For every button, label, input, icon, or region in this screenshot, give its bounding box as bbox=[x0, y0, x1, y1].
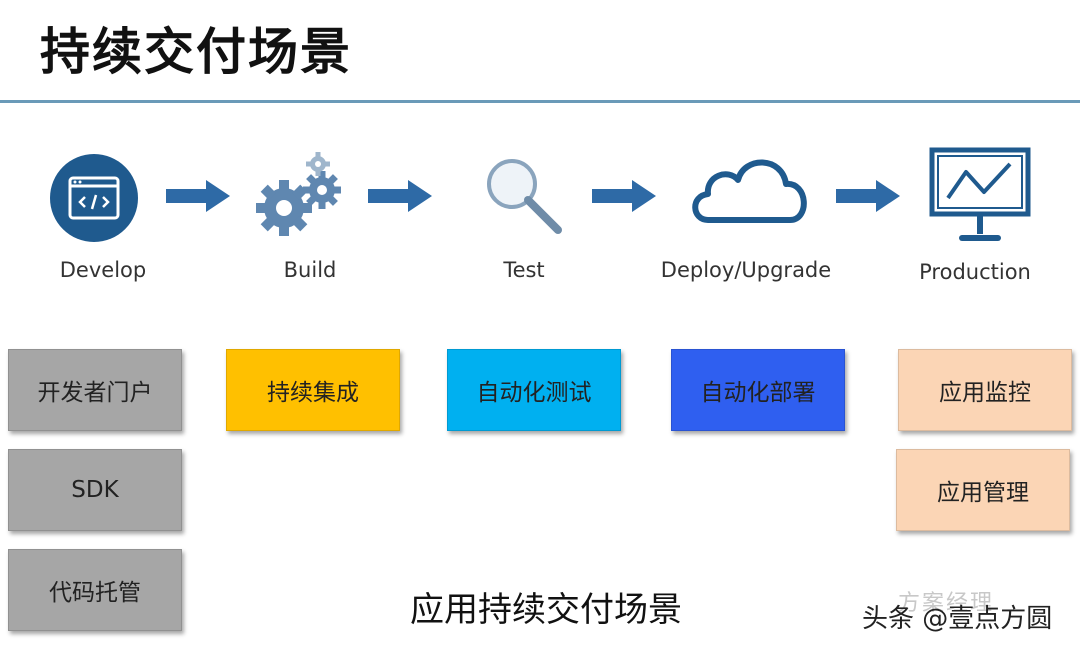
watermark-text: 头条 @壹点方圆 bbox=[862, 604, 1053, 634]
box-sdk: SDK bbox=[8, 449, 182, 531]
cloud-icon bbox=[692, 159, 807, 223]
monitor-chart-icon bbox=[929, 147, 1031, 241]
box-automated-testing: 自动化测试 bbox=[447, 349, 621, 431]
stage-label-test: Test bbox=[503, 258, 545, 282]
flow-arrow-3 bbox=[592, 180, 656, 212]
stage-label-deploy: Deploy/Upgrade bbox=[660, 258, 832, 282]
box-app-management: 应用管理 bbox=[896, 449, 1070, 531]
stage-label-production: Production bbox=[919, 260, 1031, 284]
box-continuous-integration: 持续集成 bbox=[226, 349, 400, 431]
box-code-hosting: 代码托管 bbox=[8, 549, 182, 631]
magnifier-icon bbox=[487, 159, 562, 234]
stage-label-develop: Develop bbox=[59, 258, 147, 282]
stage-label-build: Build bbox=[283, 258, 337, 282]
slide-title: 持续交付场景 bbox=[40, 23, 352, 81]
flow-arrow-1 bbox=[166, 180, 230, 212]
watermark-faint-text: 方案经理 bbox=[898, 591, 995, 616]
flow-arrow-2 bbox=[368, 180, 432, 212]
flow-arrow-4 bbox=[836, 180, 900, 212]
box-app-monitoring: 应用监控 bbox=[898, 349, 1072, 431]
box-developer-portal: 开发者门户 bbox=[8, 349, 182, 431]
diagram-caption: 应用持续交付场景 bbox=[410, 590, 682, 630]
code-window-icon bbox=[50, 154, 138, 242]
gears-icon bbox=[256, 152, 341, 236]
box-automated-deployment: 自动化部署 bbox=[671, 349, 845, 431]
title-divider bbox=[0, 100, 1080, 103]
